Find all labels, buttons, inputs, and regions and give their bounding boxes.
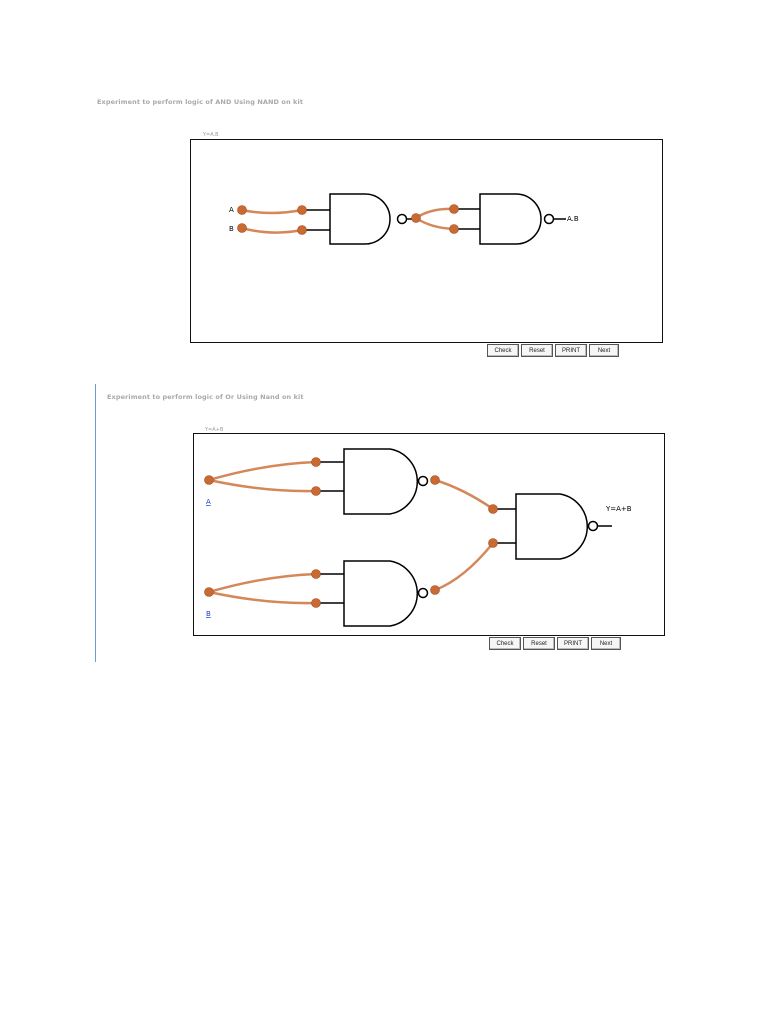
nand-gate-1 <box>329 193 408 245</box>
experiment2-circuit-panel: A B Y=A+B <box>193 433 665 636</box>
wire-gate1-to-gate3-in1[interactable] <box>414 207 456 220</box>
terminal-gate1-in1[interactable] <box>297 205 307 215</box>
terminal-gate1-out[interactable] <box>430 475 440 485</box>
wire-gate1-to-gate3-in2[interactable] <box>414 216 456 231</box>
terminal-gate2-in2[interactable] <box>311 598 321 608</box>
experiment1-circuit-diagram: A B A.B <box>229 193 579 245</box>
experiment2-expression-label: Y=A+B <box>205 427 224 433</box>
terminal-gate2-in1[interactable] <box>311 569 321 579</box>
terminal-gate1-in1[interactable] <box>311 457 321 467</box>
nand-gate-2 <box>343 560 429 627</box>
reset-button[interactable]: Reset <box>521 344 553 357</box>
terminal-gate1-out[interactable] <box>411 213 421 223</box>
reset-button[interactable]: Reset <box>523 637 555 650</box>
next-button[interactable]: Next <box>589 344 619 357</box>
wire-a-to-gate1-in1[interactable] <box>207 460 318 482</box>
wire-b-to-gate2-in2[interactable] <box>207 590 318 605</box>
terminal-input-a[interactable] <box>237 205 247 215</box>
terminal-gate3-in2[interactable] <box>488 538 498 548</box>
accent-divider <box>95 384 96 662</box>
print-button[interactable]: PRINT <box>557 637 589 650</box>
wire-gate2-to-gate3[interactable] <box>433 541 495 592</box>
terminal-gate2-in2[interactable] <box>449 224 459 234</box>
terminal-gate2-out[interactable] <box>430 585 440 595</box>
experiment1-expression-label: Y=A.B <box>203 132 219 138</box>
nand-gate-3 <box>515 493 599 560</box>
experiment1-button-row: Check Reset PRINT Next <box>487 344 619 357</box>
wire-b-to-gate2-in1[interactable] <box>207 572 318 594</box>
input-b-link[interactable]: B <box>206 610 211 618</box>
wire-b-to-gate1[interactable] <box>240 226 304 234</box>
terminal-input-b[interactable] <box>237 223 247 233</box>
wire-gate1-to-gate3[interactable] <box>433 478 495 511</box>
experiment1-circuit-panel: A B A.B <box>190 139 663 343</box>
experiment2-heading: Experiment to perform logic of Or Using … <box>107 393 304 401</box>
terminal-input-b[interactable] <box>204 587 214 597</box>
next-button[interactable]: Next <box>591 637 621 650</box>
wire-a-to-gate1[interactable] <box>240 208 304 215</box>
print-button[interactable]: PRINT <box>555 344 587 357</box>
terminal-gate2-in1[interactable] <box>449 204 459 214</box>
experiment2-button-row: Check Reset PRINT Next <box>489 637 621 650</box>
experiment1-heading: Experiment to perform logic of AND Using… <box>97 98 304 106</box>
input-a-link[interactable]: A <box>206 498 211 506</box>
terminal-gate1-in2[interactable] <box>311 486 321 496</box>
check-button[interactable]: Check <box>487 344 519 357</box>
nand-gate-2 <box>479 193 555 245</box>
wire-a-to-gate1-in2[interactable] <box>207 478 318 493</box>
nand-gate-1 <box>343 448 429 515</box>
terminal-gate1-in2[interactable] <box>297 225 307 235</box>
terminal-input-a[interactable] <box>204 475 214 485</box>
input-a-label: A <box>229 206 234 214</box>
output-label: Y=A+B <box>605 505 632 513</box>
output-label: A.B <box>567 215 579 223</box>
input-b-label: B <box>229 225 234 233</box>
terminal-gate3-in1[interactable] <box>488 504 498 514</box>
experiment2-circuit-diagram: A B Y=A+B <box>204 448 632 627</box>
check-button[interactable]: Check <box>489 637 521 650</box>
